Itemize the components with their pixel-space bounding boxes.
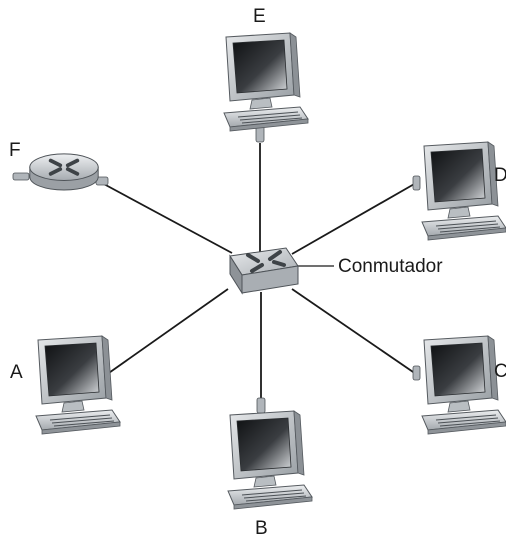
plug-d — [412, 175, 421, 191]
node-label-f: F — [9, 140, 21, 161]
link-c — [291, 288, 417, 375]
link-f — [101, 182, 233, 254]
links — [101, 143, 417, 398]
node-label-a: A — [10, 362, 23, 383]
node-label-c: C — [494, 361, 506, 382]
link-d — [291, 182, 417, 255]
node-label-e: E — [253, 6, 266, 27]
node-label-b: B — [255, 518, 268, 539]
computer-b-icon — [227, 410, 313, 510]
plug-b — [256, 397, 266, 414]
switch-label: Conmutador — [338, 256, 443, 277]
switch-icon — [229, 247, 299, 295]
computer-e-icon — [223, 32, 309, 132]
computer-a-icon — [35, 335, 121, 435]
computer-d-icon — [421, 141, 506, 241]
computer-c-icon — [421, 335, 506, 435]
plug-c — [412, 365, 421, 381]
link-a — [105, 288, 229, 376]
router-icon — [27, 151, 101, 192]
node-label-d: D — [494, 165, 506, 186]
plug-f-left — [12, 172, 30, 181]
